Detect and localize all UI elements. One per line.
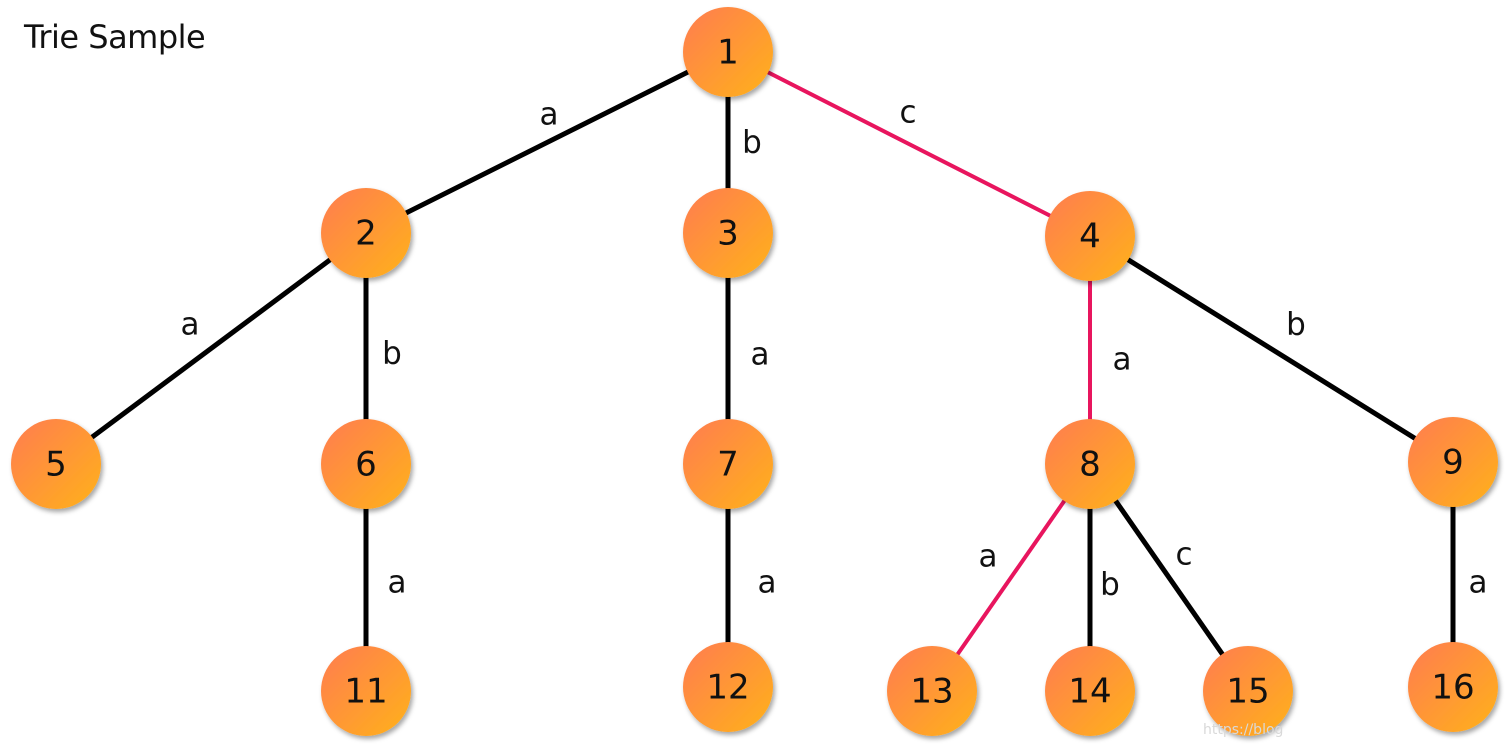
node-circle-8 <box>1045 419 1135 509</box>
trie-node-5: 5 <box>11 419 101 509</box>
node-label-5: 5 <box>45 445 67 485</box>
node-circle-13 <box>887 646 977 736</box>
edge-label-4-8: a <box>1113 342 1132 378</box>
node-circle-4 <box>1045 191 1135 281</box>
edge-label-2-6: b <box>382 336 402 372</box>
edge-label-3-7: a <box>751 337 770 373</box>
node-label-9: 9 <box>1442 443 1464 483</box>
node-circle-3 <box>683 188 773 278</box>
node-circle-15 <box>1203 646 1293 736</box>
node-circle-5 <box>11 419 101 509</box>
edge-label-9-16: a <box>1469 565 1488 601</box>
node-circle-12 <box>683 642 773 732</box>
trie-node-11: 11 <box>321 646 411 736</box>
trie-node-8: 8 <box>1045 419 1135 509</box>
edge-label-8-15: c <box>1175 537 1192 573</box>
edge-1-4 <box>727 50 1091 238</box>
node-circle-14 <box>1045 646 1135 736</box>
edge-label-6-11: a <box>388 565 407 601</box>
trie-node-1: 1 <box>683 7 773 97</box>
trie-node-4: 4 <box>1045 191 1135 281</box>
trie-node-12: 12 <box>683 642 773 732</box>
trie-node-15: 15 <box>1203 646 1293 736</box>
node-label-13: 13 <box>910 672 953 712</box>
diagram-title: Trie Sample <box>24 18 206 56</box>
node-label-4: 4 <box>1079 217 1101 257</box>
edge-label-1-3: b <box>742 125 762 161</box>
trie-node-2: 2 <box>321 188 411 278</box>
edge-labels-layer: a b c a b a a b a a a b c a <box>181 95 1488 603</box>
edge-4-9 <box>1088 233 1455 465</box>
trie-node-6: 6 <box>321 419 411 509</box>
node-circle-2 <box>321 188 411 278</box>
edge-8-13 <box>930 462 1092 693</box>
node-circle-16 <box>1408 642 1498 732</box>
edge-label-1-2: a <box>540 97 559 133</box>
edge-label-8-13: a <box>979 539 998 575</box>
trie-node-14: 14 <box>1045 646 1135 736</box>
node-label-14: 14 <box>1068 672 1111 712</box>
edge-label-7-12: a <box>758 565 777 601</box>
edge-label-4-9: b <box>1286 307 1306 343</box>
node-label-11: 11 <box>344 672 387 712</box>
node-circle-7 <box>683 419 773 509</box>
edge-8-15 <box>1087 462 1251 693</box>
node-label-15: 15 <box>1226 672 1269 712</box>
watermark-text: https://blog <box>1203 722 1284 738</box>
node-circle-11 <box>321 646 411 736</box>
node-label-6: 6 <box>355 445 377 485</box>
node-label-3: 3 <box>717 214 739 254</box>
node-label-12: 12 <box>706 668 749 708</box>
node-label-16: 16 <box>1431 668 1474 708</box>
edge-1-2 <box>364 49 730 236</box>
node-circle-9 <box>1408 417 1498 507</box>
node-label-2: 2 <box>355 214 377 254</box>
edge-label-8-14: b <box>1100 567 1120 603</box>
trie-node-3: 3 <box>683 188 773 278</box>
trie-node-7: 7 <box>683 419 773 509</box>
edge-label-1-4: c <box>899 95 916 131</box>
edge-2-5 <box>54 230 368 467</box>
trie-node-9: 9 <box>1408 417 1498 507</box>
trie-node-16: 16 <box>1408 642 1498 732</box>
node-label-7: 7 <box>717 445 739 485</box>
trie-node-13: 13 <box>887 646 977 736</box>
node-label-8: 8 <box>1079 445 1101 485</box>
node-circle-1 <box>683 7 773 97</box>
node-label-1: 1 <box>717 33 739 73</box>
node-circle-6 <box>321 419 411 509</box>
edge-label-2-5: a <box>181 307 200 343</box>
